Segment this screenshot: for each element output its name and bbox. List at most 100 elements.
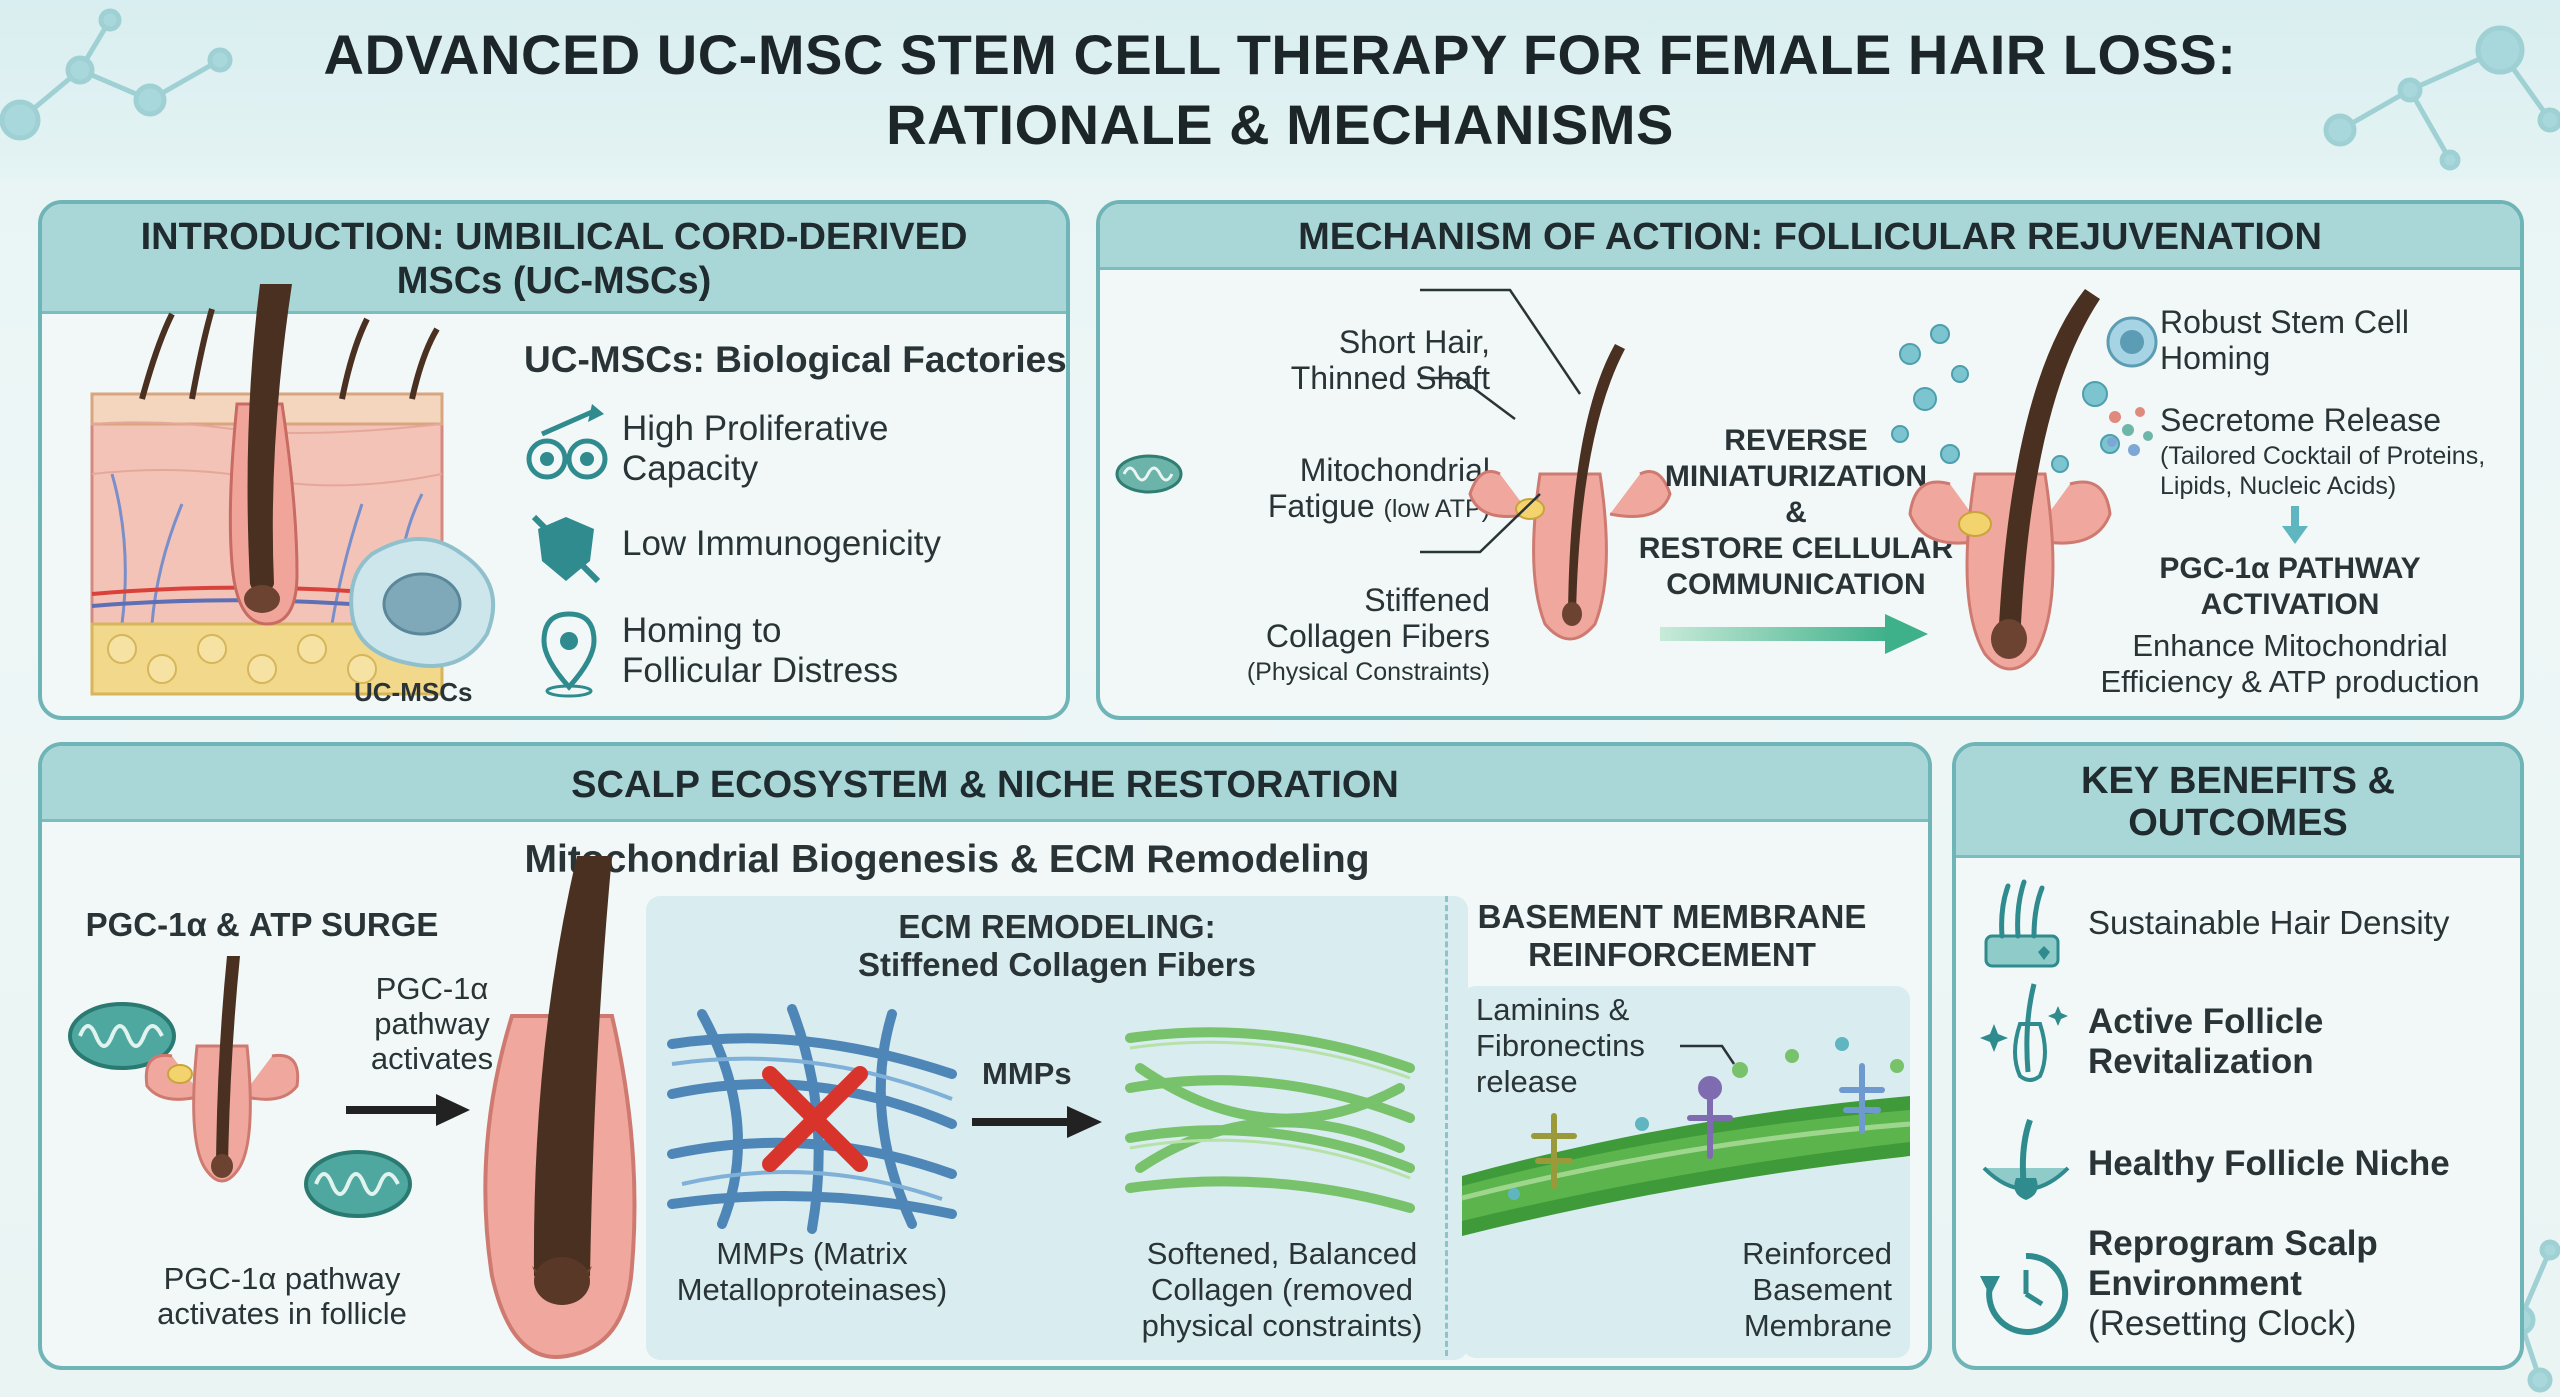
benefits-panel-header: KEY BENEFITS & OUTCOMES [1956,746,2520,858]
sparkle-follicle-icon [1980,983,2068,1082]
skin-cross-section-illustration [90,284,444,696]
intro-item-1-line-2: Capacity [622,449,759,488]
mmps-arrow-label: MMPs [982,1056,1072,1091]
mito-fatigue-label-1: Mitochondrial [1299,452,1490,488]
ecm-left-caption-1: MMPs (Matrix [716,1236,908,1271]
pgc-activation-label-2: ACTIVATION [2200,588,2380,621]
intro-panel: INTRODUCTION: UMBILICAL CORD-DERIVED MSC… [38,200,1070,720]
intro-item-3-line-1: Homing to [622,611,782,650]
homing-label-1: Robust Stem Cell [2160,304,2409,340]
title-band [0,0,2560,178]
mechanism-panel: MECHANISM OF ACTION: FOLLICULAR REJUVENA… [1096,200,2524,720]
pgc-arrow-icon [346,1094,470,1126]
membrane-title-1: BASEMENT MEMBRANE [1477,898,1867,935]
center-text-line-1: REVERSE [1724,424,1868,457]
mitochondrion-icon-right [304,1150,412,1218]
membrane-title-2: REINFORCEMENT [1528,936,1816,973]
membrane-caption-3: Membrane [1743,1308,1892,1343]
ecm-right-caption-3: physical constraints) [1141,1308,1423,1343]
pgc-arrow-label-1: PGC-1α [375,971,489,1006]
ecm-right-caption-2: Collagen (removed [1151,1272,1413,1307]
section-divider [1445,896,1448,1356]
stiff-collagen-label-1: Stiffened [1364,582,1490,618]
intro-subtitle: UC-MSCs: Biological Factories [524,339,1067,380]
benefits-heading-2: OUTCOMES [2128,802,2348,844]
mito-fatigue-label-2: Fatigue (low ATP) [1267,488,1490,524]
shield-crossed-icon [531,514,601,584]
molecule-decoration-right [2323,25,2560,171]
secretome-icon [2107,407,2153,456]
stiff-collagen-network-illustration [667,1004,957,1234]
red-cross-icon [762,1066,868,1172]
intro-panel-header: INTRODUCTION: UMBILICAL CORD-DERIVED MSC… [42,204,1066,314]
molecule-decoration-left [0,8,233,141]
page-title-line-1: ADVANCED UC-MSC STEM CELL THERAPY FOR FE… [323,23,2237,86]
intro-item-1-line-1: High Proliferative [622,409,889,448]
ecm-title-2: Stiffened Collagen Fibers [858,946,1256,983]
benefit-4-line-3: (Resetting Clock) [2088,1304,2357,1343]
page-title-line-2: RATIONALE & MECHANISMS [886,93,1674,156]
small-follicle-illustration [144,956,300,1183]
homing-label-2: Homing [2160,340,2271,376]
stem-cell-homing-icon [2106,316,2158,368]
cells-arrow-icon [526,404,608,480]
miniaturized-follicle-illustration [1420,288,1672,641]
release-label-2: Fibronectins [1476,1028,1645,1063]
pgc-caption-1: PGC-1α pathway [163,1261,401,1296]
mmps-arrow-icon [972,1106,1102,1138]
benefit-4-line-1: Reprogram Scalp [2088,1224,2378,1263]
center-text-line-2: MINIATURIZATION [1664,460,1928,493]
secretome-label-2: (Tailored Cocktail of Proteins, [2160,442,2486,470]
ecm-right-caption-1: Softened, Balanced [1146,1236,1418,1271]
benefit-3-line-1: Healthy Follicle Niche [2088,1144,2450,1183]
pgc-activation-label-1: PGC-1α PATHWAY [2159,552,2421,585]
scalp-subtitle: Mitochondrial Biogenesis & ECM Remodelin… [524,838,1370,881]
stiff-collagen-label-2: Collagen Fibers [1265,618,1490,654]
rejuvenated-follicle-illustration [1891,289,2120,671]
benefit-1-line-1: Sustainable Hair Density [2088,904,2450,941]
short-hair-label-1: Short Hair, [1338,324,1490,360]
uc-msc-cell-icon [349,537,496,668]
down-arrow-icon [2282,506,2308,544]
mechanism-panel-header: MECHANISM OF ACTION: FOLLICULAR REJUVENA… [1100,204,2520,270]
clock-reset-icon [1980,1252,2069,1335]
enhance-label-2: Efficiency & ATP production [2100,664,2480,699]
scalp-heading: SCALP ECOSYSTEM & NICHE RESTORATION [571,764,1399,806]
release-label-3: release [1476,1064,1578,1099]
uc-msc-cell-label: UC-MSCs [354,677,473,707]
center-text-line-3: & [1785,496,1807,529]
ecm-left-caption-2: Metalloproteinases) [676,1272,948,1307]
secretome-label-3: Lipids, Nucleic Acids) [2160,472,2397,500]
mechanism-heading: MECHANISM OF ACTION: FOLLICULAR REJUVENA… [1298,216,2322,258]
location-pin-icon [541,611,597,698]
stiff-collagen-label-3: (Physical Constraints) [1246,658,1490,686]
mitochondrion-icon-left [68,1002,176,1070]
pgc-surge-title: PGC-1α & ATP SURGE [85,906,439,943]
secretome-label-1: Secretome Release [2160,402,2442,438]
intro-item-3-line-2: Follicular Distress [622,651,899,690]
benefit-4-line-2: Environment [2088,1264,2302,1303]
basement-membrane-illustration [1461,1037,1911,1236]
membrane-caption-2: Basement [1752,1272,1892,1307]
large-follicle-illustration [483,856,637,1359]
pgc-arrow-label-2: pathway [374,1006,490,1041]
scalp-panel-header: SCALP ECOSYSTEM & NICHE RESTORATION [42,746,1928,822]
intro-heading-line-1: INTRODUCTION: UMBILICAL CORD-DERIVED [140,216,968,258]
pgc-arrow-label-3: activates [370,1041,494,1076]
mitochondrion-icon [1115,454,1183,494]
benefit-2-line-2: Revitalization [2088,1042,2314,1081]
center-text-line-5: COMMUNICATION [1666,568,1926,601]
intro-item-2-line-1: Low Immunogenicity [622,524,942,563]
niche-follicle-icon [1982,1118,2070,1200]
enhance-label-1: Enhance Mitochondrial [2132,628,2448,663]
benefit-2-line-1: Active Follicle [2088,1002,2324,1041]
pgc-caption-2: activates in follicle [157,1296,407,1331]
ecm-title-1: ECM REMODELING: [898,908,1216,945]
benefits-panel: KEY BENEFITS & OUTCOMES Sustainable Hair… [1952,742,2524,1370]
scalp-panel: SCALP ECOSYSTEM & NICHE RESTORATION Mito… [38,742,1932,1370]
center-text-line-4: RESTORE CELLULAR [1638,532,1954,565]
rejuvenation-arrow-icon [1660,614,1928,654]
hair-density-icon [1984,879,2060,968]
benefits-heading-1: KEY BENEFITS & [2081,760,2395,802]
membrane-caption-1: Reinforced [1742,1236,1892,1271]
